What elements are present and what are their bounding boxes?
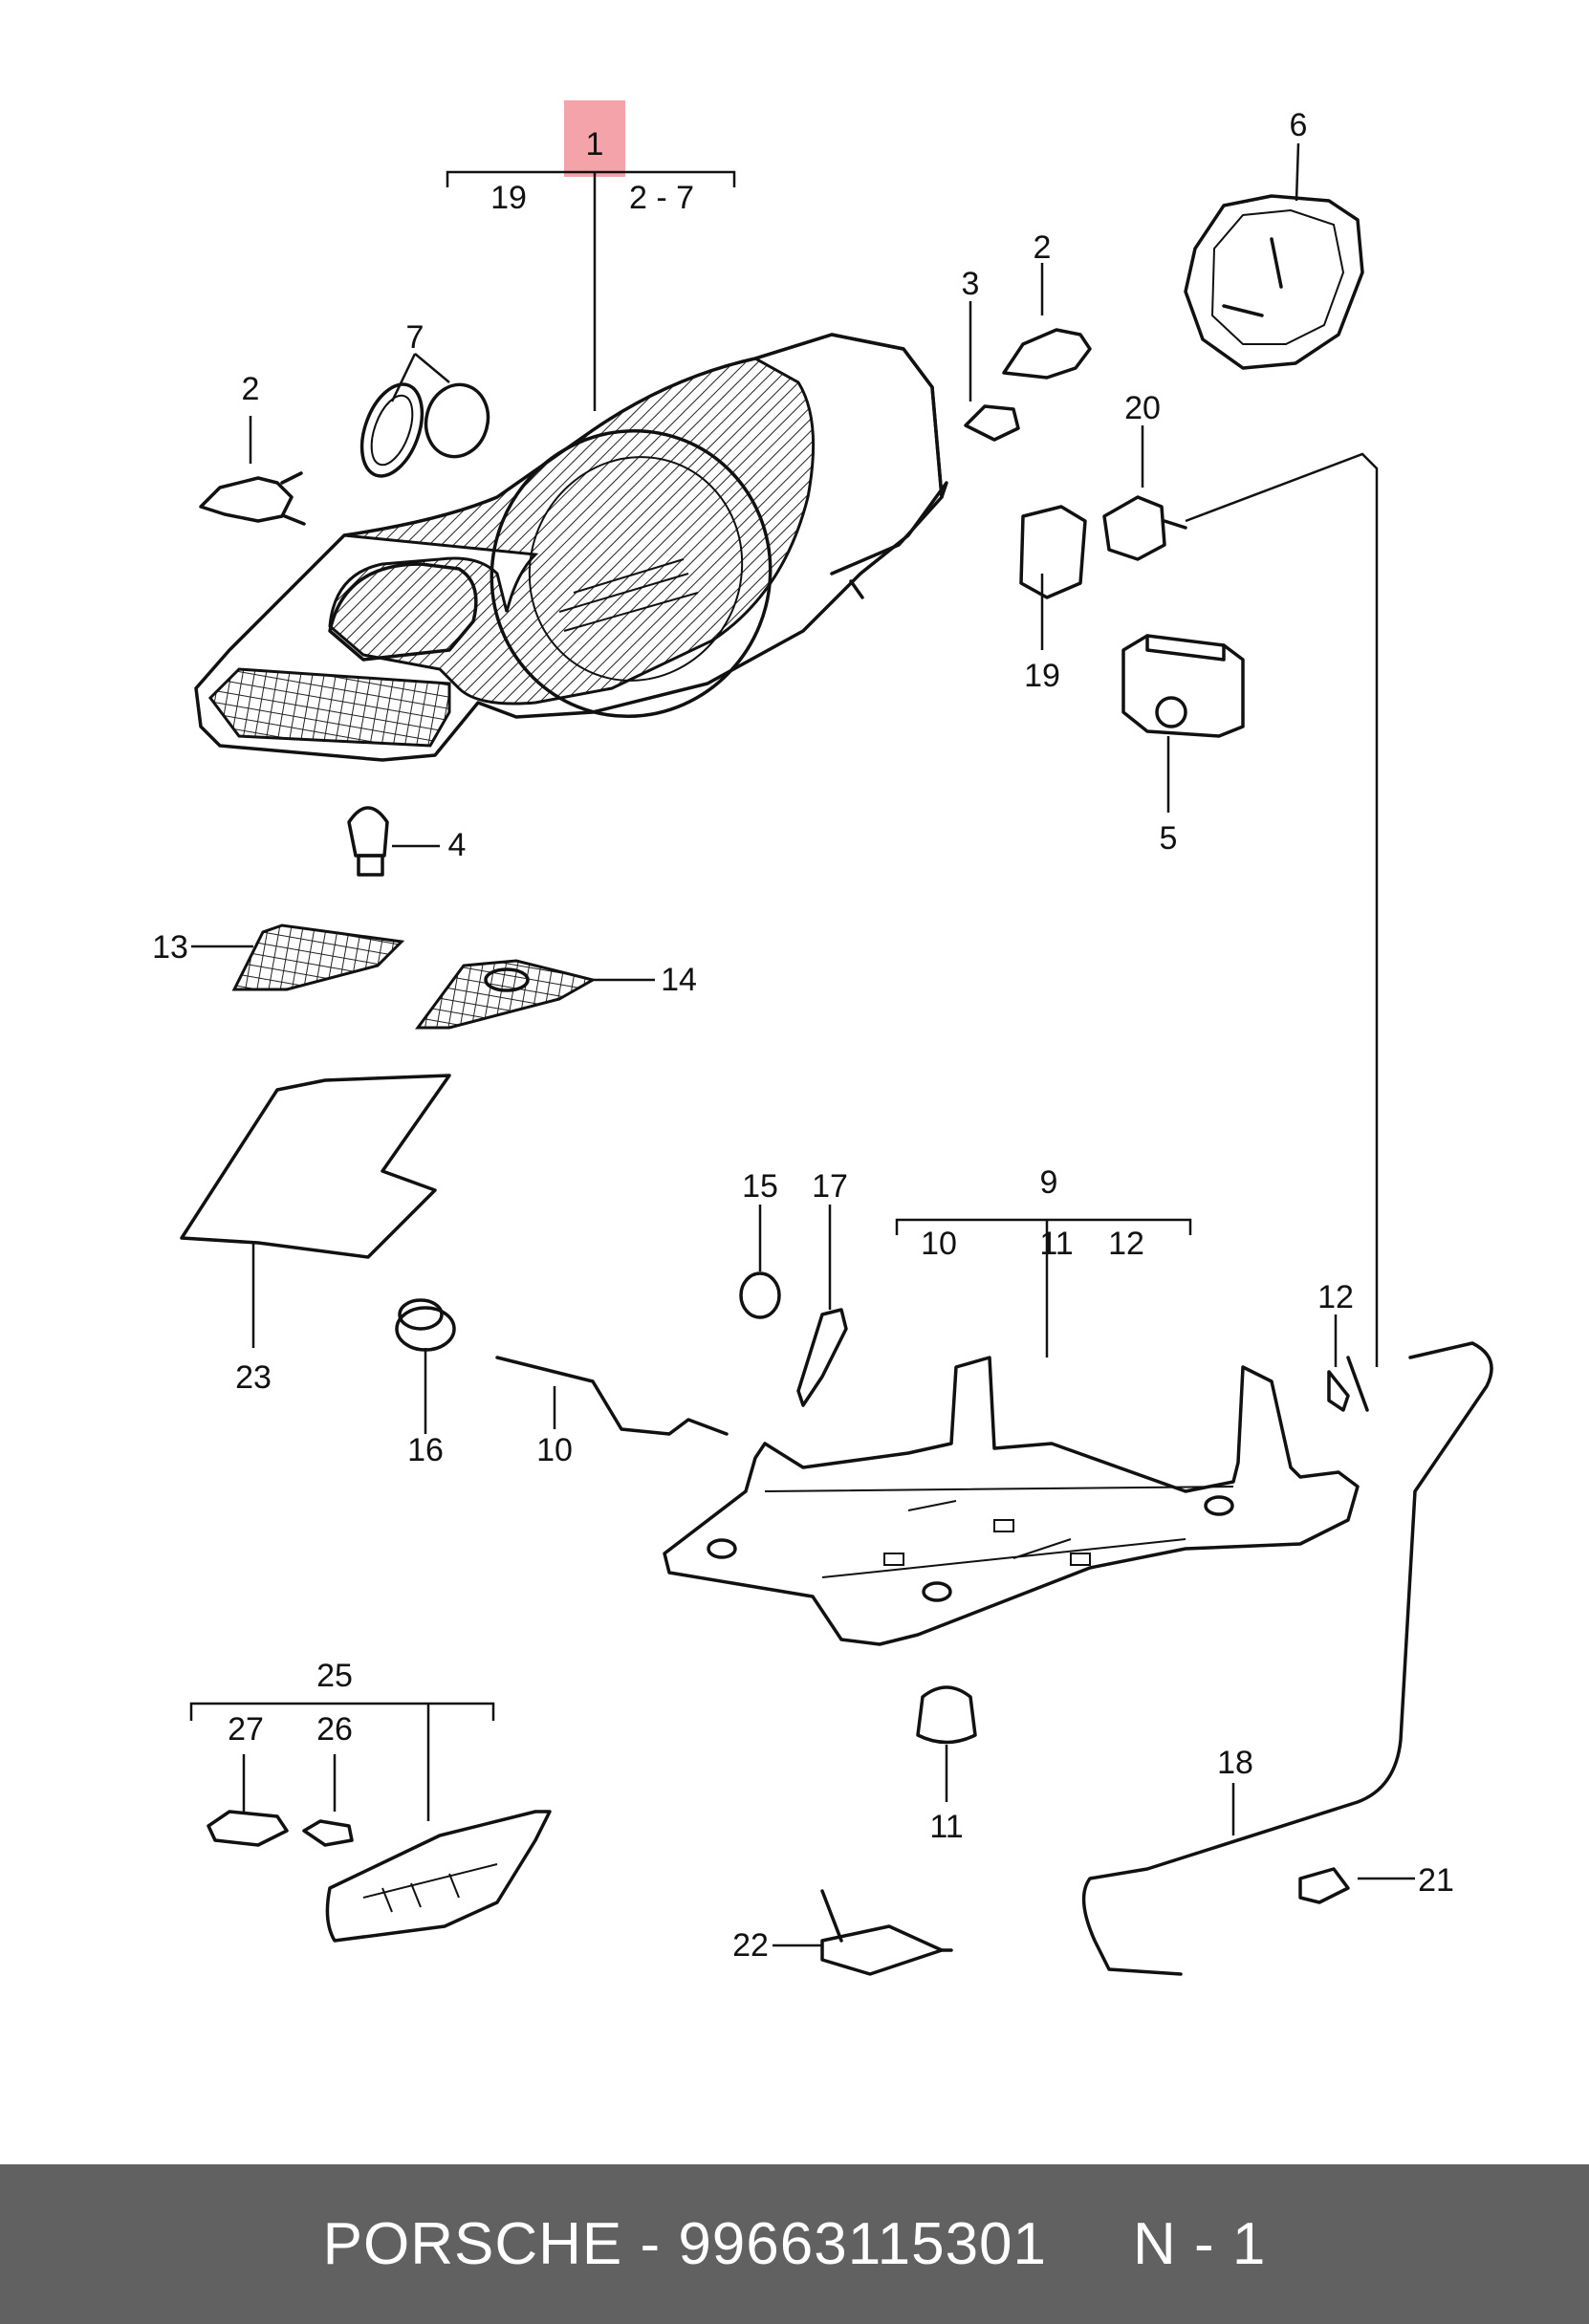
bracket-22 [773, 1889, 953, 1976]
reflector-14 [415, 959, 655, 1030]
footer-part-number: PORSCHE - 99663115301 [322, 2211, 1048, 2277]
callout-2: 2 [242, 371, 260, 407]
hose-18 [1081, 1341, 1493, 1976]
clip-21 [1298, 1867, 1415, 1904]
callout-12: 12 [1108, 1226, 1144, 1262]
bulb-h7-right [1002, 263, 1092, 380]
callout-22: 22 [732, 1927, 769, 1964]
callout-19: 19 [490, 180, 527, 216]
bulb-26 [302, 1819, 354, 1847]
bushing-11 [916, 1685, 977, 1802]
adjust-rod-10 [495, 1356, 729, 1436]
callout-21: 21 [1418, 1862, 1454, 1899]
connector-19 [1019, 505, 1087, 650]
callout-23: 23 [235, 1359, 272, 1396]
callout-18: 18 [1217, 1745, 1253, 1781]
cover-cap-6 [1184, 142, 1364, 370]
callout-11: 11 [1039, 1226, 1073, 1262]
callout-10: 10 [536, 1432, 573, 1468]
base-plate [663, 1356, 1360, 1646]
callout-17: 17 [812, 1168, 848, 1205]
bulb-4 [347, 806, 440, 877]
callout-1: 1 [586, 126, 604, 163]
clip-17 [796, 1205, 848, 1407]
highlight-box [564, 100, 625, 177]
callout-labels: 1 19 2 - 7 6 2 3 7 2 20 19 5 4 13 14 23 … [152, 107, 1454, 1964]
callout-10: 10 [921, 1226, 957, 1262]
headlight-housing [194, 333, 948, 762]
callout-11: 11 [929, 1809, 963, 1845]
connector-20 [1102, 425, 1187, 561]
bracket-9 [895, 1218, 1192, 1357]
footer-bar: PORSCHE - 99663115301 N - 1 [0, 2164, 1589, 2324]
callout-4: 4 [448, 827, 467, 863]
reflector-13 [191, 923, 405, 991]
callout-12: 12 [1317, 1279, 1354, 1315]
nut-15 [739, 1205, 781, 1319]
callout-27: 27 [228, 1711, 264, 1748]
callout-2-7: 2 - 7 [629, 180, 694, 216]
callout-2: 2 [1034, 229, 1052, 266]
control-unit-5 [1121, 634, 1245, 813]
bulb-small-3 [964, 301, 1020, 442]
callout-7: 7 [406, 319, 424, 356]
sealing-rings [359, 353, 490, 478]
side-marker-lamp [325, 1810, 552, 1943]
callout-13: 13 [152, 929, 188, 966]
clip-12 [1327, 1314, 1369, 1412]
callout-15: 15 [742, 1168, 778, 1205]
callout-26: 26 [316, 1711, 353, 1748]
bracket-1 [446, 170, 736, 411]
adjuster-16 [395, 1298, 456, 1434]
callout-16: 16 [407, 1432, 444, 1468]
bracket-25 [189, 1702, 495, 1821]
callout-19: 19 [1024, 658, 1060, 694]
callout-5: 5 [1160, 820, 1178, 857]
footer-page-label: N - 1 [1133, 2211, 1267, 2277]
leader-20-18 [1185, 452, 1379, 1367]
callout-14: 14 [661, 962, 697, 998]
parts-diagram: 1 19 2 - 7 6 2 3 7 2 20 19 5 4 13 14 23 … [152, 100, 1493, 1976]
callout-6: 6 [1290, 107, 1308, 143]
bulb-h7-left [199, 416, 306, 526]
seal-23 [180, 1074, 451, 1348]
callout-9: 9 [1040, 1164, 1058, 1201]
bulb-holder-27 [207, 1810, 289, 1847]
callout-20: 20 [1124, 390, 1161, 426]
callout-25: 25 [316, 1658, 353, 1694]
callout-3: 3 [962, 266, 980, 302]
